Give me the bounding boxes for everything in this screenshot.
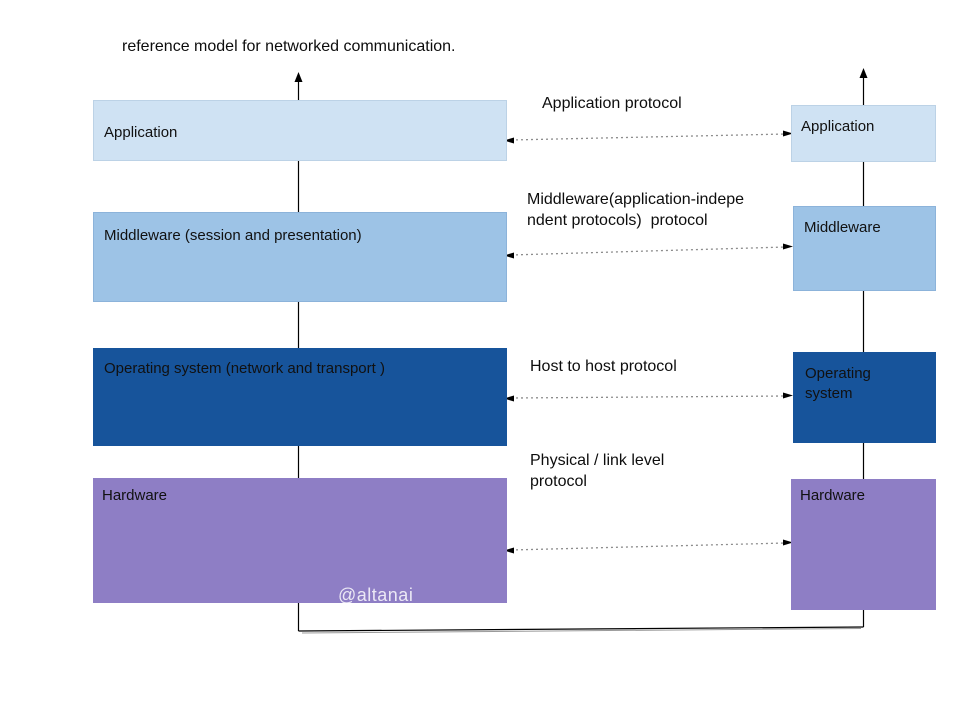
middleware-protocol-arrow [504,243,793,259]
left-middleware-label: Middleware (session and presentation) [104,227,362,244]
diagram-title: reference model for networked communicat… [122,38,456,55]
left-application-label: Application [104,124,178,141]
application-protocol-arrow [504,130,793,144]
left-hardware-label: Hardware [102,487,168,504]
right-up-arrow-icon [859,68,868,78]
right-hardware-box: Hardware [791,479,936,610]
left-middleware-box: Middleware (session and presentation) [93,212,507,302]
right-hardware-label: Hardware [800,487,866,504]
left-operating-system-box: Operating system (network and transport … [93,348,507,446]
left-up-arrow-icon [294,72,303,82]
bottom-connector-shadow-line [301,628,862,634]
bottom-connector-line [298,626,864,632]
physical-link-protocol-label: Physical / link level protocol [530,452,665,490]
right-application-box: Application [791,105,936,162]
right-operating-system-box: Operating system [793,352,936,443]
left-application-box: Application [93,100,507,161]
middleware-protocol-label: Middleware(application-indepe ndent prot… [527,191,745,229]
right-operating-system-label: Operating system [805,365,871,402]
host-to-host-protocol-label: Host to host protocol [530,358,677,375]
left-operating-system-label: Operating system (network and transport … [104,360,385,377]
right-middleware-label: Middleware [804,219,881,236]
right-application-label: Application [801,118,875,135]
host-to-host-protocol-arrow [504,392,793,402]
application-protocol-label: Application protocol [542,95,682,112]
right-middleware-box: Middleware [793,206,936,291]
watermark: @altanai [338,585,414,605]
left-hardware-box: Hardware [93,478,507,603]
physical-link-protocol-arrow [504,539,793,554]
